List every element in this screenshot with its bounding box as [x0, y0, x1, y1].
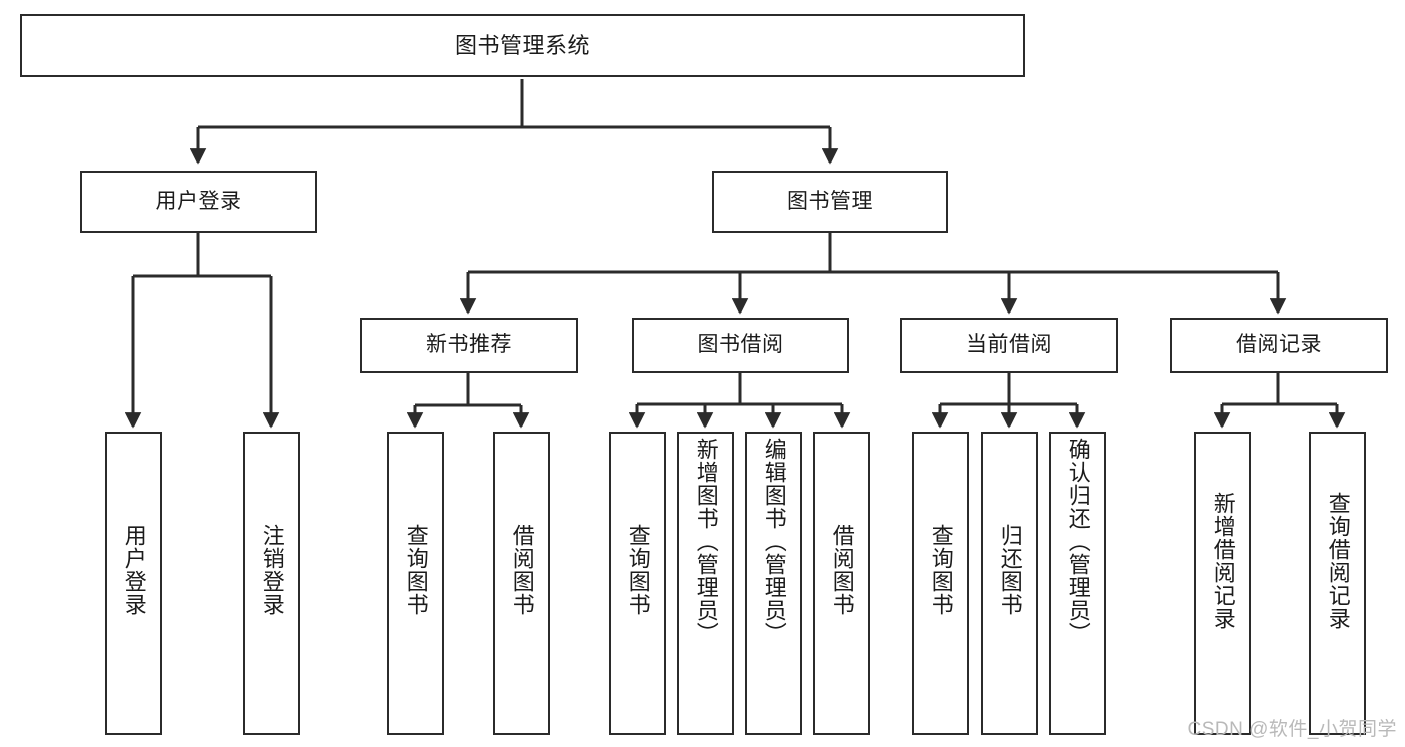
leaf-book-borrow-edit[interactable]: 编辑图书（管理员）: [745, 432, 802, 735]
leaf-current-borrow-confirm-label: 确认归还（管理员）: [1065, 438, 1091, 645]
node-borrow-record-label: 借阅记录: [1236, 333, 1322, 357]
node-root[interactable]: 图书管理系统: [20, 14, 1025, 77]
leaf-new-book-query-label: 查询图书: [403, 524, 429, 616]
leaf-book-borrow-borrow[interactable]: 借阅图书: [813, 432, 870, 735]
leaf-book-borrow-query-label: 查询图书: [625, 524, 651, 616]
leaf-book-borrow-query[interactable]: 查询图书: [609, 432, 666, 735]
leaf-new-book-borrow-label: 借阅图书: [509, 524, 535, 616]
watermark-text: CSDN @软件_小贺同学: [1187, 719, 1397, 740]
node-book-borrow[interactable]: 图书借阅: [632, 318, 849, 373]
leaf-new-book-query[interactable]: 查询图书: [387, 432, 444, 735]
leaf-current-borrow-confirm[interactable]: 确认归还（管理员）: [1049, 432, 1106, 735]
node-book-management[interactable]: 图书管理: [712, 171, 948, 233]
node-borrow-record[interactable]: 借阅记录: [1170, 318, 1388, 373]
leaf-current-borrow-query-label: 查询图书: [928, 524, 954, 616]
node-book-management-label: 图书管理: [787, 189, 873, 213]
leaf-user-login-logout-label: 注销登录: [259, 524, 285, 616]
node-book-borrow-label: 图书借阅: [697, 333, 784, 357]
node-root-label: 图书管理系统: [454, 32, 590, 58]
leaf-borrow-record-add-label: 新增借阅记录: [1210, 492, 1236, 630]
leaf-new-book-borrow[interactable]: 借阅图书: [493, 432, 550, 735]
leaf-user-login-login-label: 用户登录: [121, 524, 147, 616]
leaf-current-borrow-query[interactable]: 查询图书: [912, 432, 969, 735]
leaf-book-borrow-edit-label: 编辑图书（管理员）: [761, 438, 787, 645]
leaf-user-login-logout[interactable]: 注销登录: [243, 432, 300, 735]
node-user-login-label: 用户登录: [155, 189, 242, 213]
leaf-book-borrow-add[interactable]: 新增图书（管理员）: [677, 432, 734, 735]
leaf-user-login-login[interactable]: 用户登录: [105, 432, 162, 735]
node-current-borrow[interactable]: 当前借阅: [900, 318, 1118, 373]
leaf-borrow-record-add[interactable]: 新增借阅记录: [1194, 432, 1251, 735]
node-user-login[interactable]: 用户登录: [80, 171, 317, 233]
leaf-borrow-record-query[interactable]: 查询借阅记录: [1309, 432, 1366, 735]
leaf-current-borrow-return-label: 归还图书: [997, 524, 1023, 616]
node-current-borrow-label: 当前借阅: [966, 333, 1052, 357]
node-new-book-recommend[interactable]: 新书推荐: [360, 318, 578, 373]
leaf-book-borrow-add-label: 新增图书（管理员）: [693, 438, 719, 645]
leaf-current-borrow-return[interactable]: 归还图书: [981, 432, 1038, 735]
leaf-book-borrow-borrow-label: 借阅图书: [829, 524, 855, 616]
node-new-book-recommend-label: 新书推荐: [426, 333, 512, 357]
leaf-borrow-record-query-label: 查询借阅记录: [1325, 492, 1351, 630]
